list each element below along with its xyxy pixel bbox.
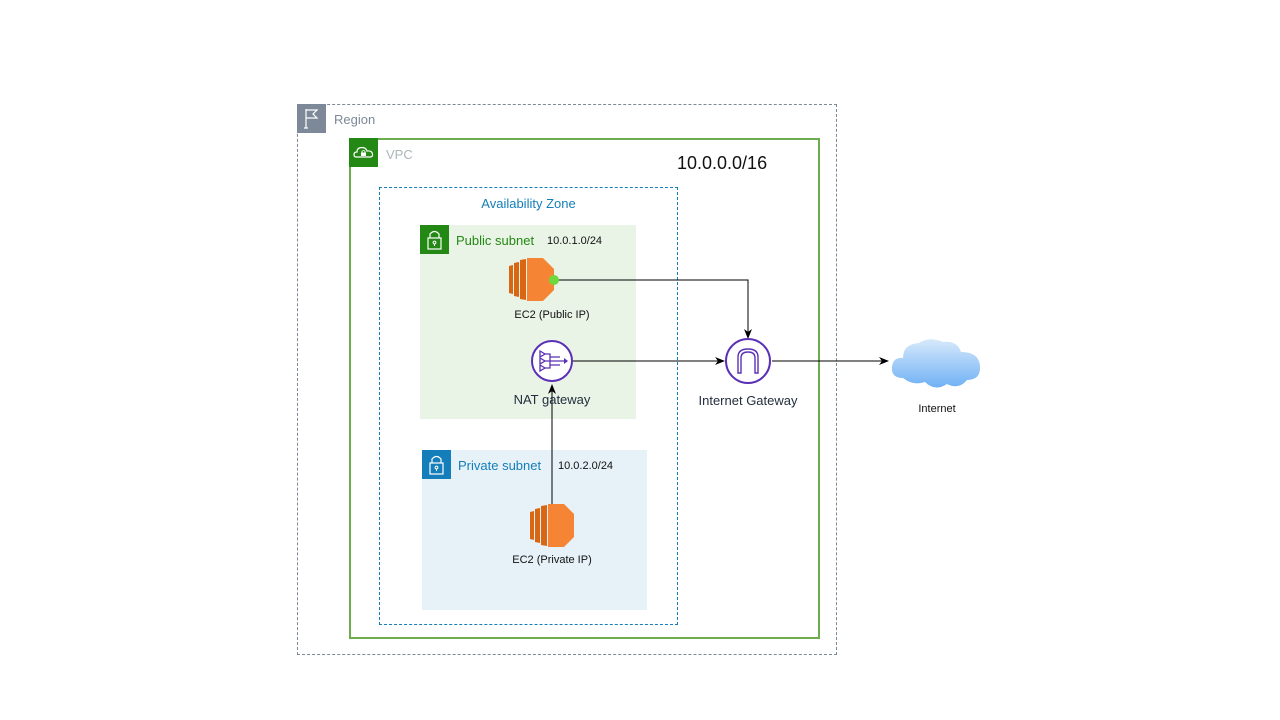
public-subnet-label: Public subnet xyxy=(456,233,535,248)
public-subnet-container xyxy=(420,225,636,419)
ec2-public-label: EC2 (Public IP) xyxy=(514,309,590,321)
cloud-lock-icon xyxy=(349,138,378,167)
internet-gateway-label: Internet Gateway xyxy=(698,393,798,408)
private-subnet-container xyxy=(422,450,647,610)
region-label: Region xyxy=(334,112,376,127)
lock-icon xyxy=(420,225,449,254)
private-subnet-label: Private subnet xyxy=(458,458,542,473)
vpc-container xyxy=(349,138,820,639)
nat-gateway-label: NAT gateway xyxy=(513,392,591,407)
availability-zone-label: Availability Zone xyxy=(481,196,576,211)
ec2-instance-icon[interactable] xyxy=(509,258,554,301)
public-subnet-cidr: 10.0.1.0/24 xyxy=(547,235,603,247)
nat-gateway-icon[interactable] xyxy=(531,340,573,382)
lock-icon xyxy=(422,450,451,479)
region-container xyxy=(297,104,837,655)
availability-zone-container xyxy=(379,187,678,625)
private-subnet-cidr: 10.0.2.0/24 xyxy=(558,460,614,472)
edge-ec2-public-to-igw xyxy=(554,279,752,339)
internet-gateway-icon[interactable] xyxy=(725,338,771,384)
vpc-cidr: 10.0.0.0/16 xyxy=(677,153,768,173)
ec2-instance-icon[interactable] xyxy=(530,504,574,547)
connection-point xyxy=(549,275,559,285)
internet-label: Internet xyxy=(918,403,956,415)
vpc-label: VPC xyxy=(386,147,413,162)
cloud-icon[interactable] xyxy=(891,339,981,388)
flag-icon xyxy=(297,104,326,133)
ec2-private-label: EC2 (Private IP) xyxy=(512,554,592,566)
